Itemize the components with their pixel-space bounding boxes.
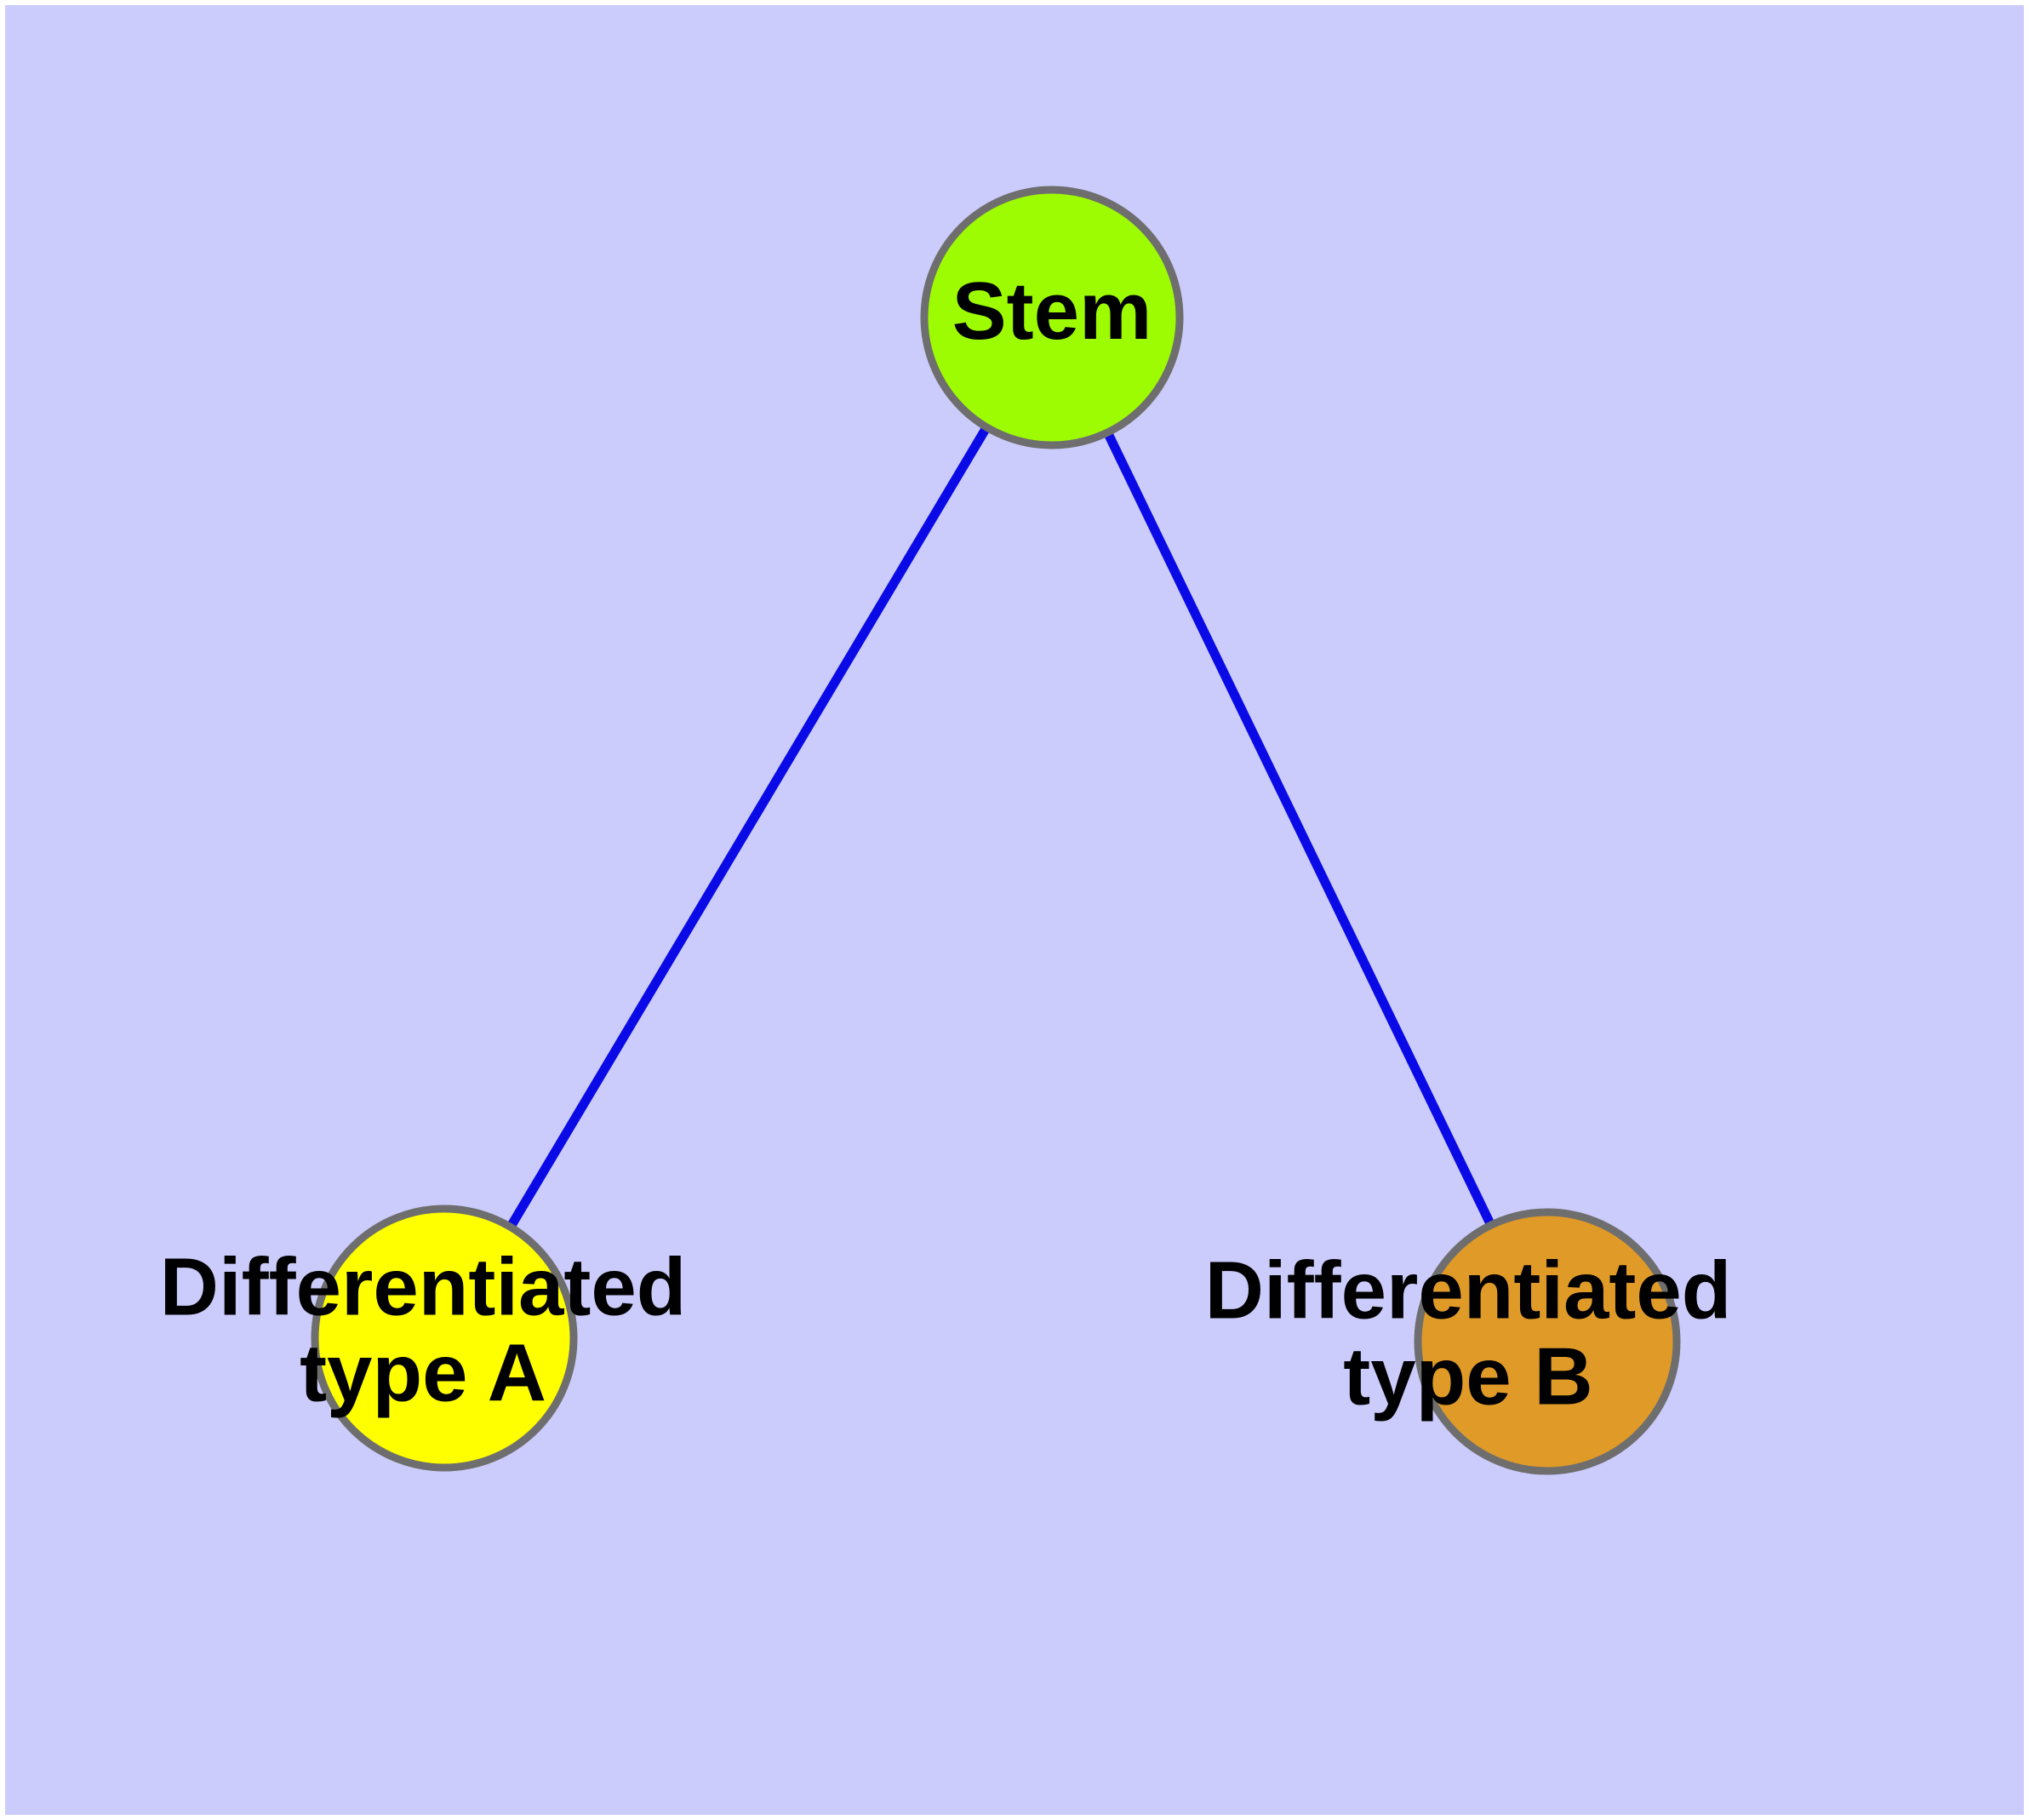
graph-node-label-line: Stem: [952, 266, 1152, 357]
graph-node-label-line: Differentiated: [1205, 1245, 1732, 1336]
node-layer: [311, 186, 1681, 1475]
edge-layer: [507, 315, 1495, 1228]
graph-node-label-line: type B: [1343, 1331, 1592, 1422]
graph-node-diff_b[interactable]: [1414, 1208, 1681, 1475]
graph-node-stem[interactable]: [920, 186, 1184, 449]
graph-edge: [1048, 315, 1495, 1226]
graph-edge: [507, 315, 1056, 1228]
graph-node-label-stem: Stem: [952, 266, 1152, 357]
graph-node-label-line: Differentiated: [160, 1242, 687, 1333]
graph-node-label-line: type A: [300, 1328, 546, 1419]
graph-node-diff_a[interactable]: [311, 1205, 578, 1472]
